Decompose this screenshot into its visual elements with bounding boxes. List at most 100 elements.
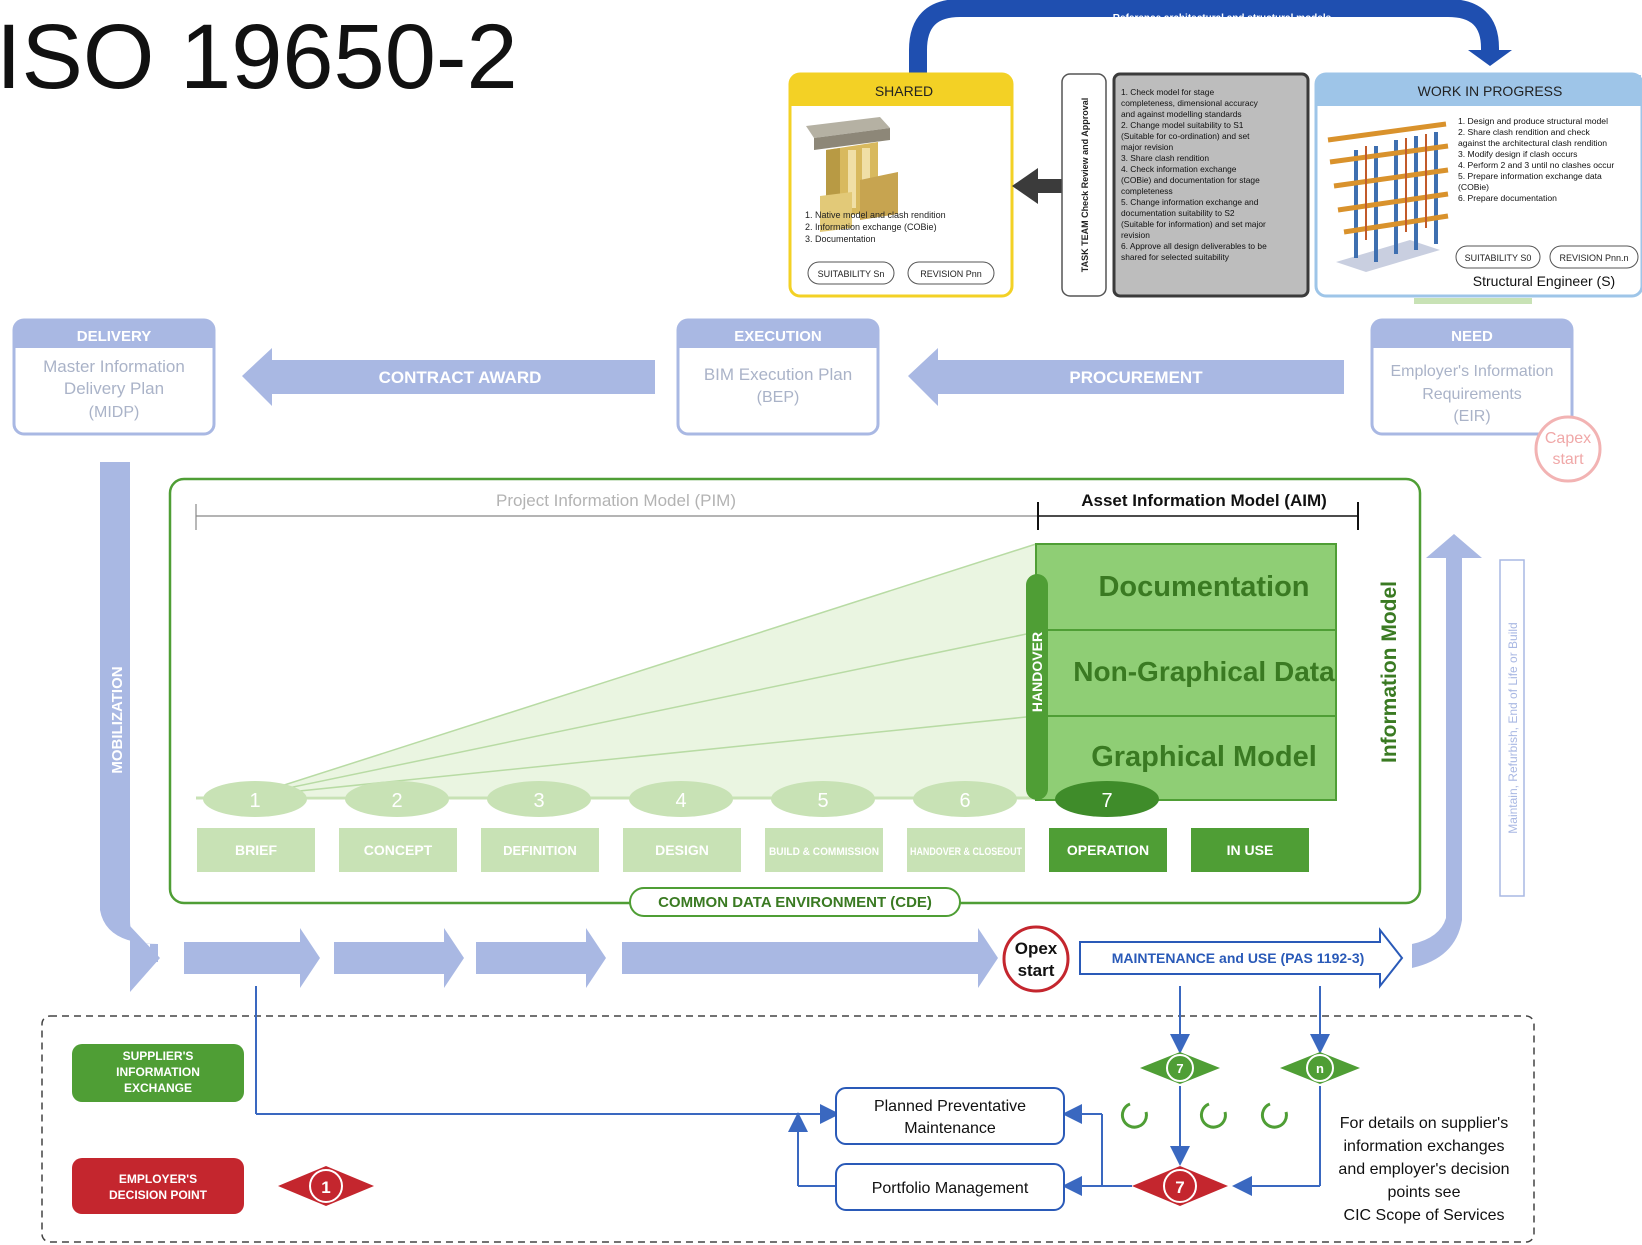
- shared-suitability: SUITABILITY Sn: [818, 269, 885, 279]
- shared-item-1: 1. Native model and clash rendition: [805, 210, 946, 220]
- shared-header: SHARED: [875, 83, 933, 99]
- wip-header: WORK IN PROGRESS: [1418, 83, 1563, 99]
- handover-bar: [1026, 574, 1048, 800]
- decision-point-7: 7: [1132, 1166, 1228, 1206]
- exchanges-frame: [41, 1015, 1535, 1243]
- review-step-line: 4. Check information exchange: [1121, 164, 1237, 174]
- pim-range: Project Information Model (PIM): [195, 491, 1038, 530]
- supplier-exchange-number: 7: [1176, 1061, 1183, 1076]
- stage-label: BUILD & COMMISSION: [769, 846, 879, 858]
- stage-box-active: [1191, 828, 1309, 872]
- wip-suitability: SUITABILITY S0: [1465, 253, 1532, 263]
- stage-number-lozenge: [345, 781, 449, 817]
- handover-label: HANDOVER: [1029, 632, 1045, 712]
- stage-box-active: [1049, 828, 1167, 872]
- shared-revision: REVISION Pnn: [920, 269, 982, 279]
- cde-label: COMMON DATA ENVIRONMENT (CDE): [658, 894, 932, 911]
- aim-range: Asset Information Model (AIM): [1037, 491, 1359, 530]
- capex-line: start: [1552, 451, 1584, 468]
- need-line: (EIR): [1453, 408, 1490, 425]
- footnote-line: For details on supplier's: [1340, 1115, 1508, 1132]
- shared-item-2: 2. Information exchange (COBie): [805, 222, 937, 232]
- stage-label: OPERATION: [1067, 842, 1149, 858]
- stage-number-lozenge-active: [1055, 781, 1159, 817]
- need-line: Employer's Information: [1390, 363, 1553, 380]
- stage-box: [907, 828, 1025, 872]
- footnote-line: information exchanges: [1344, 1138, 1505, 1155]
- delivery-header: DELIVERY: [77, 328, 151, 345]
- execution-box: EXECUTION BIM Execution Plan (BEP): [676, 318, 880, 436]
- footnote: For details on supplier's information ex…: [1338, 1115, 1509, 1224]
- stage-box: [765, 828, 883, 872]
- portfolio-box: Portfolio Management: [835, 1163, 1065, 1211]
- stage-number-lozenge: [913, 781, 1017, 817]
- mobilization-arrow: MOBILIZATION: [100, 462, 160, 992]
- task-team-label: TASK TEAM Check Review and Approval: [1080, 98, 1090, 273]
- wip-item-line: 6. Prepare documentation: [1458, 193, 1557, 203]
- review-step-line: completeness: [1121, 186, 1173, 196]
- employer-badge-line: DECISION POINT: [109, 1188, 208, 1202]
- procurement-label: PROCUREMENT: [1069, 368, 1203, 387]
- assessment-label: ASSESSMENT: [1466, 705, 1483, 808]
- stage-number: 2: [391, 790, 402, 812]
- delivery-line: Delivery Plan: [64, 379, 164, 398]
- shared-suitability-pill: [807, 261, 895, 285]
- stage-label: HANDOVER & CLOSEOUT: [910, 846, 1022, 858]
- model-layer-graphical: Graphical Model: [1091, 741, 1317, 773]
- ppm-line: Maintenance: [904, 1120, 996, 1137]
- information-model-label: Information Model: [1378, 581, 1401, 763]
- supplier-exchange-badge: SUPPLIER'S INFORMATION EXCHANGE: [72, 1044, 244, 1102]
- stage-progress-arrows: [184, 928, 998, 988]
- maintain-label-box: [1499, 559, 1525, 897]
- supplier-exchange-n: n: [1280, 1052, 1360, 1084]
- approval-arrow: [1012, 168, 1068, 204]
- footnote-line: and employer's decision: [1338, 1161, 1509, 1178]
- review-step-line: shared for selected suitability: [1121, 252, 1230, 262]
- review-step-line: (Suitable for co-ordination) and set: [1121, 131, 1250, 141]
- supplier-badge-line: SUPPLIER'S: [123, 1049, 194, 1063]
- aim-label: Asset Information Model (AIM): [1081, 491, 1327, 510]
- wip-underline: [1414, 298, 1532, 304]
- wip-revision-pill: [1549, 245, 1639, 269]
- supplier-badge-line: EXCHANGE: [124, 1081, 192, 1095]
- decision-point-1: 1: [278, 1166, 374, 1206]
- wip-item-line: 2. Share clash rendition and check: [1458, 127, 1591, 137]
- stage-box: [481, 828, 599, 872]
- assessment-arrow: ASSESSMENT Maintain, Refurbish, End of L…: [1412, 534, 1525, 968]
- wip-item-line: 4. Perform 2 and 3 until no clashes occu…: [1458, 160, 1614, 170]
- wip-item-line: against the architectural clash renditio…: [1458, 138, 1607, 148]
- flow-connectors: [255, 986, 1330, 1196]
- stage-number-lozenge: [771, 781, 875, 817]
- opex-line: Opex: [1015, 939, 1058, 958]
- wip-revision: REVISION Pnn.n: [1559, 253, 1628, 263]
- review-step-line: (Suitable for information) and set major: [1121, 219, 1266, 229]
- capex-start-marker: Capex start: [1534, 415, 1602, 483]
- delivery-line: Master Information: [43, 357, 185, 376]
- procurement-arrow: PROCUREMENT: [908, 348, 1344, 406]
- contract-award-arrow: CONTRACT AWARD: [242, 348, 655, 406]
- stage-number: 4: [675, 790, 686, 812]
- cde-label-pill: COMMON DATA ENVIRONMENT (CDE): [629, 887, 961, 917]
- task-team-panel: TASK TEAM Check Review and Approval: [1061, 73, 1107, 297]
- footnote-line: CIC Scope of Services: [1344, 1207, 1505, 1224]
- footnote-line: points see: [1388, 1184, 1461, 1201]
- wip-item-line: 3. Modify design if clash occurs: [1458, 149, 1577, 159]
- model-layer-documentation: Documentation: [1098, 571, 1309, 603]
- structural-model-image: [1327, 121, 1449, 272]
- employer-badge-line: EMPLOYER'S: [119, 1172, 197, 1186]
- capex-line: Capex: [1545, 430, 1591, 447]
- need-line: Requirements: [1422, 386, 1522, 403]
- stage-number: 5: [817, 790, 828, 812]
- wip-role: Structural Engineer (S): [1473, 273, 1615, 289]
- wip-panel: WORK IN PROGRESS: [1314, 72, 1642, 298]
- delivery-line: (MIDP): [89, 404, 140, 421]
- maintenance-arrow: MAINTENANCE and USE (PAS 1192-3): [1079, 927, 1404, 989]
- stage-number-lozenge: [203, 781, 307, 817]
- opex-line: start: [1018, 961, 1055, 980]
- stage-label: CONCEPT: [364, 842, 433, 858]
- review-step-line: revision: [1121, 230, 1150, 240]
- review-step-line: 3. Share clash rendition: [1121, 153, 1209, 163]
- stage-labels: BRIEF CONCEPT DEFINITION DESIGN BUILD & …: [197, 828, 1309, 872]
- shared-item-3: 3. Documentation: [805, 234, 876, 244]
